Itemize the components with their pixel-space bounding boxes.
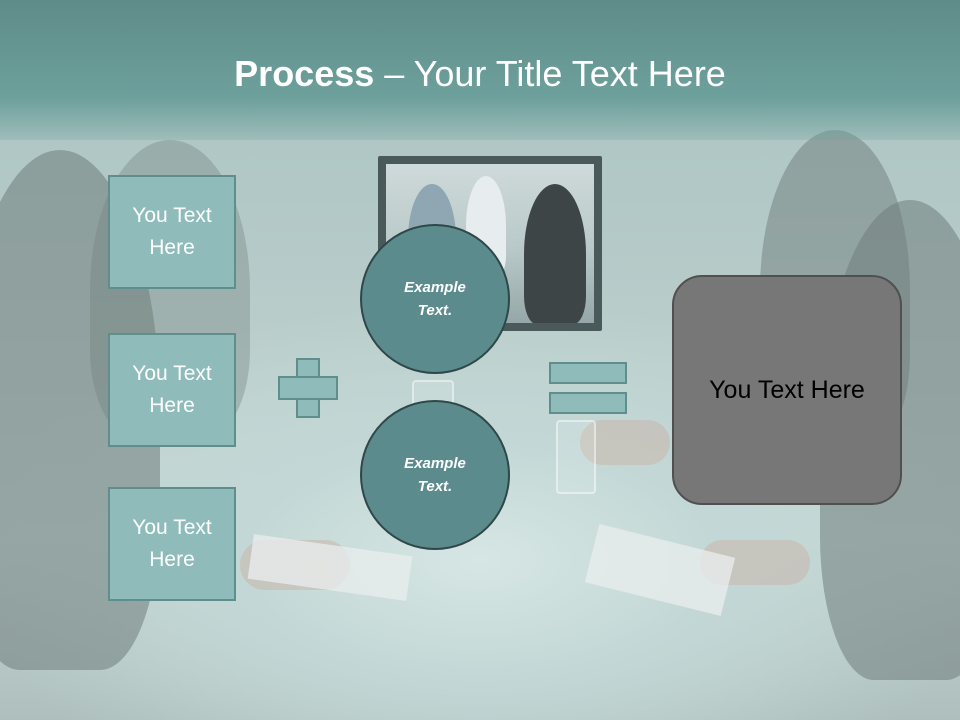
text-box-1: You Text Here [108,175,236,289]
equals-icon-bottom-bar [549,392,627,414]
background-hand-2 [580,420,670,465]
circle-2-label: Example Text. [404,455,466,495]
slide-title: Process – Your Title Text Here [0,52,960,96]
text-box-2-label: You Text Here [132,362,212,417]
result-box-label: You Text Here [709,375,865,404]
background-paper-2 [584,523,736,617]
plus-icon [278,358,338,418]
text-box-3: You Text Here [108,487,236,601]
equals-icon-top-bar [549,362,627,384]
text-box-1-label: You Text Here [132,204,212,259]
circle-1-label: Example Text. [404,279,466,319]
title-bold: Process [234,53,375,94]
plus-center [298,378,318,398]
result-box: You Text Here [672,275,902,505]
screen-person-3 [524,184,586,323]
background-paper-1 [247,534,413,601]
text-box-3-label: You Text Here [132,516,212,571]
text-box-2: You Text Here [108,333,236,447]
circle-1: Example Text. [360,224,510,374]
circle-2: Example Text. [360,400,510,550]
title-rest: – Your Title Text Here [374,53,726,94]
background-glass-2 [556,420,596,494]
title-band [0,0,960,140]
